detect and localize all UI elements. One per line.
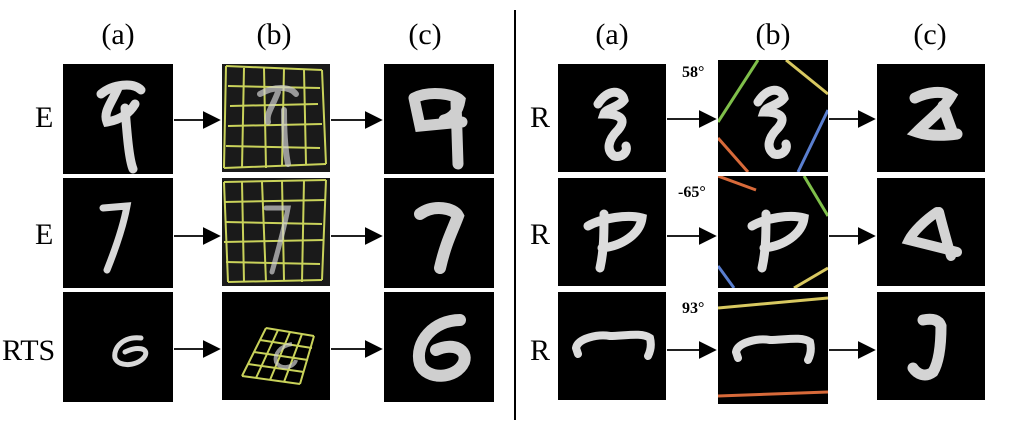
transformed-grid-left-3 — [222, 292, 330, 400]
angle-label-1: 58° — [682, 64, 705, 81]
input-image-left-2 — [63, 178, 173, 288]
output-image-right-1 — [877, 64, 985, 172]
row-label-right-3: R — [530, 334, 551, 367]
row-label-left-1: E — [35, 101, 54, 134]
input-image-left-3 — [63, 292, 173, 402]
row-label-left-2: E — [35, 218, 54, 251]
transformed-grid-left-1 — [222, 64, 330, 172]
panel-separator — [514, 10, 516, 420]
output-image-right-3 — [877, 292, 985, 400]
header-c-left: (c) — [408, 18, 442, 51]
output-image-left-3 — [384, 292, 494, 402]
header-c-right: (c) — [913, 18, 947, 51]
input-image-right-1 — [558, 64, 666, 172]
row-label-left-3: RTS — [2, 334, 56, 367]
transformed-box-right-2 — [718, 176, 828, 288]
output-image-left-2 — [384, 178, 494, 288]
transformed-grid-left-2 — [222, 178, 330, 286]
header-b-left: (b) — [256, 18, 292, 51]
header-b-right: (b) — [755, 18, 791, 51]
transformed-box-right-3 — [718, 292, 828, 404]
output-image-left-1 — [384, 64, 494, 174]
angle-label-3: 93° — [682, 300, 705, 317]
row-label-right-1: R — [530, 101, 551, 134]
header-a-left: (a) — [101, 18, 135, 51]
input-image-right-2 — [558, 178, 666, 286]
output-image-right-2 — [877, 178, 985, 286]
row-label-right-2: R — [530, 218, 551, 251]
input-image-right-3 — [558, 292, 666, 400]
angle-label-2: -65° — [678, 184, 706, 201]
input-image-left-1 — [63, 64, 173, 174]
header-a-right: (a) — [595, 18, 629, 51]
transformed-box-right-1 — [718, 60, 828, 172]
